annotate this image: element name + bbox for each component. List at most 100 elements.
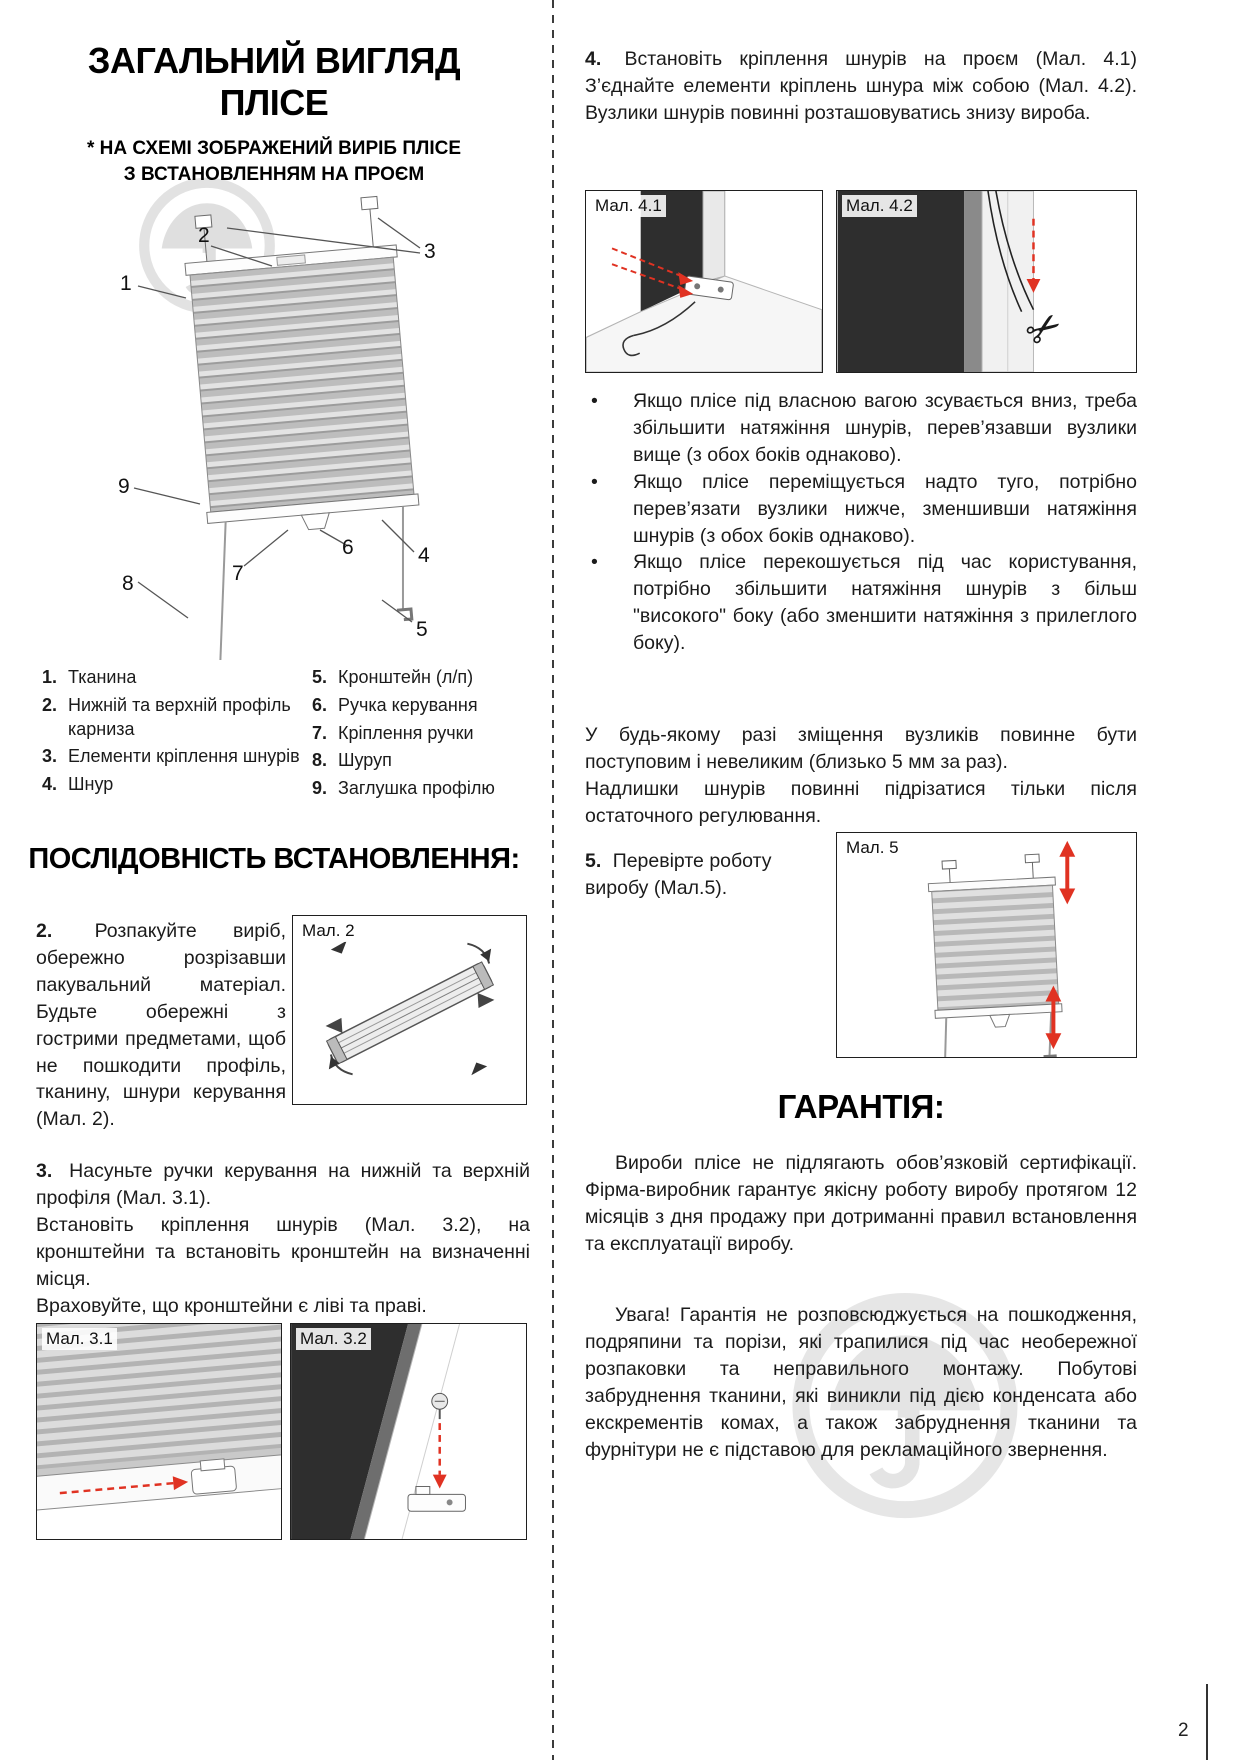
bullet-marker: • xyxy=(591,390,598,412)
step-5-paragraph: 5. Перевірте роботу виробу (Мал.5). xyxy=(585,848,825,902)
legend-item: 3. Елементи кріплення шнурів xyxy=(42,745,312,769)
legend-item: 2. Нижній та верхній профіль карниза xyxy=(42,694,312,742)
legend-number: 2. xyxy=(42,694,58,715)
figure-3-2-drawing-bracket-screw xyxy=(291,1324,526,1539)
red-double-arrows xyxy=(1045,840,1076,1050)
figure-4-1-label: Мал. 4.1 xyxy=(591,195,666,217)
figure-2: Мал. 2 xyxy=(292,915,527,1105)
figure-2-drawing-packed-blind xyxy=(325,940,495,1076)
figure-5: Мал. 5 xyxy=(836,832,1137,1058)
step-4-number: 4. xyxy=(585,48,602,70)
diagram-callout-8: 8 xyxy=(122,572,134,595)
bullet-item: • Якщо плісе перекошується під час корис… xyxy=(585,549,1137,657)
step-4-text: Встановіть кріплення шнурів на проєм (Ма… xyxy=(585,48,1138,124)
legend-item: 7. Кріплення ручки xyxy=(312,722,544,746)
section-heading-installation-sequence: ПОСЛІДОВНІСТЬ ВСТАНОВЛЕННЯ: xyxy=(28,843,520,875)
bullet-marker: • xyxy=(591,551,598,574)
legend-item: 4. Шнур xyxy=(42,773,312,797)
figure-3-1: Мал. 3.1 xyxy=(36,1323,282,1540)
legend-number: 5. xyxy=(312,667,328,687)
figure-4-1: Мал. 4.1 xyxy=(585,190,823,373)
step-2-number: 2. xyxy=(36,920,53,942)
pleated-blind-drawing xyxy=(184,195,420,660)
note-paragraph-1: У будь-якому разі зміщення вузликів пови… xyxy=(585,724,1137,773)
legend-item: 8. Шуруп xyxy=(312,749,544,773)
legend-text: Нижній та верхній профіль карниза xyxy=(68,694,291,739)
note-paragraph-2: Надлишки шнурів повинні підрізатися тіль… xyxy=(585,777,1137,827)
store-logo-watermark-bottom xyxy=(792,1293,1018,1519)
legend-text: Шнур xyxy=(68,774,114,794)
figure-4-2-drawing-cord-trimming: ✂ xyxy=(837,191,1136,372)
legend-item: 5. Кронштейн (л/п) xyxy=(312,666,544,690)
legend-text: Елементи кріплення шнурів xyxy=(68,746,300,767)
legend-number: 8. xyxy=(312,750,328,771)
diagram-callout-5: 5 xyxy=(416,618,428,641)
legend-number: 9. xyxy=(312,778,328,798)
step-5-number: 5. xyxy=(585,850,602,872)
diagram-callout-9: 9 xyxy=(118,475,130,498)
legend-number: 3. xyxy=(42,746,58,767)
legend-item: 1. Тканина xyxy=(42,666,312,690)
step-3-line-2: Встановіть кріплення шнурів (Мал. 3.2), … xyxy=(36,1213,530,1290)
step-2-text: Розпакуйте виріб, обережно розрізавши па… xyxy=(36,920,286,1131)
page-subtitle-line2: З ВСТАНОВЛЕННЯМ НА ПРОЄМ xyxy=(123,163,425,185)
blinds-overview-diagram: 1 2 3 4 5 6 7 8 9 xyxy=(118,195,436,660)
page-number: 2 xyxy=(1178,1720,1189,1741)
figure-4-2-label: Мал. 4.2 xyxy=(842,195,917,217)
figure-4-1-drawing-cord-fastener xyxy=(586,191,822,372)
parts-legend-column-1: 1. Тканина 2. Нижній та верхній профіль … xyxy=(42,666,312,805)
diagram-callout-4: 4 xyxy=(418,544,430,567)
figure-4-2: Мал. 4.2 ✂ xyxy=(836,190,1137,373)
adjustment-notes: У будь-якому разі зміщення вузликів пови… xyxy=(585,722,1137,830)
page-subtitle: * НА СХЕМІ ЗОБРАЖЕНИЙ ВИРІБ ПЛІСЕ З ВСТА… xyxy=(0,136,548,187)
legend-number: 6. xyxy=(312,694,328,715)
figure-3-2: Мал. 3.2 xyxy=(290,1323,527,1540)
legend-text: Шуруп xyxy=(338,750,392,771)
legend-number: 4. xyxy=(42,774,58,794)
legend-text: Ручка керування xyxy=(338,694,478,715)
step-4-paragraph: 4. Встановіть кріплення шнурів на проєм … xyxy=(585,46,1137,127)
section-heading-warranty: ГАРАНТІЯ: xyxy=(777,1088,945,1125)
page-subtitle-line1: * НА СХЕМІ ЗОБРАЖЕНИЙ ВИРІБ ПЛІСЕ xyxy=(86,138,462,159)
figure-3-1-drawing-handle-on-profile xyxy=(37,1324,281,1513)
bullet-text: Якщо плісе під власною вагою зсувається … xyxy=(633,390,1137,466)
step-2-paragraph: 2. Розпакуйте виріб, обережно розрізавши… xyxy=(36,918,286,1133)
bullet-marker: • xyxy=(591,470,598,493)
diagram-callout-2: 2 xyxy=(198,224,210,247)
legend-item: 6. Ручка керування xyxy=(312,694,544,718)
page-edge-line xyxy=(1206,1684,1208,1760)
diagram-callout-7: 7 xyxy=(232,562,244,585)
step-3-number: 3. xyxy=(36,1160,53,1182)
bullet-text: Якщо плісе переміщується надто туго, пот… xyxy=(633,470,1137,547)
diagram-callout-6: 6 xyxy=(342,536,354,559)
warranty-paragraph-1: Вироби плісе не підлягають обов’язковій … xyxy=(585,1152,1137,1255)
legend-text: Кріплення ручки xyxy=(338,722,474,743)
page-title: ЗАГАЛЬНИЙ ВИГЛЯД ПЛІСЕ xyxy=(0,40,548,125)
step-3-line-3: Враховуйте, що кронштейни є ліві та прав… xyxy=(36,1294,427,1317)
diagram-callout-3: 3 xyxy=(424,240,436,263)
step-3-paragraph: 3. Насуньте ручки керування на нижній та… xyxy=(36,1158,530,1319)
step-5-text: Перевірте роботу виробу (Мал.5). xyxy=(585,850,772,899)
adjustment-bullet-list: • Якщо плісе під власною вагою зсуваєтьс… xyxy=(585,388,1137,657)
diagram-callout-1: 1 xyxy=(120,272,132,295)
bullet-item: • Якщо плісе переміщується надто туго, п… xyxy=(585,469,1137,550)
legend-text: Тканина xyxy=(68,667,137,687)
bullet-text: Якщо плісе перекошується під час користу… xyxy=(633,551,1137,655)
page-title-line1: ЗАГАЛЬНИЙ ВИГЛЯД xyxy=(87,40,461,81)
legend-number: 1. xyxy=(42,667,58,687)
figure-3-2-label: Мал. 3.2 xyxy=(296,1328,371,1350)
bullet-item: • Якщо плісе під власною вагою зсуваєтьс… xyxy=(585,388,1137,469)
parts-legend-column-2: 5. Кронштейн (л/п) 6. Ручка керування 7.… xyxy=(312,666,544,805)
figure-5-label: Мал. 5 xyxy=(842,837,903,859)
step-3-line-1: 3. Насуньте ручки керування на нижній та… xyxy=(36,1158,530,1212)
figure-5-drawing-operation-check xyxy=(927,840,1076,1057)
legend-text: Кронштейн (л/п) xyxy=(338,667,474,687)
step-3-text-1: Насуньте ручки керування на нижній та ве… xyxy=(36,1160,530,1209)
page-title-line2: ПЛІСЕ xyxy=(219,82,329,124)
parts-legend: 1. Тканина 2. Нижній та верхній профіль … xyxy=(42,666,544,805)
figure-2-label: Мал. 2 xyxy=(298,920,359,942)
column-divider-dashed-line xyxy=(552,0,554,1760)
figure-3-1-label: Мал. 3.1 xyxy=(42,1328,117,1350)
legend-item: 9. Заглушка профілю xyxy=(312,777,544,801)
